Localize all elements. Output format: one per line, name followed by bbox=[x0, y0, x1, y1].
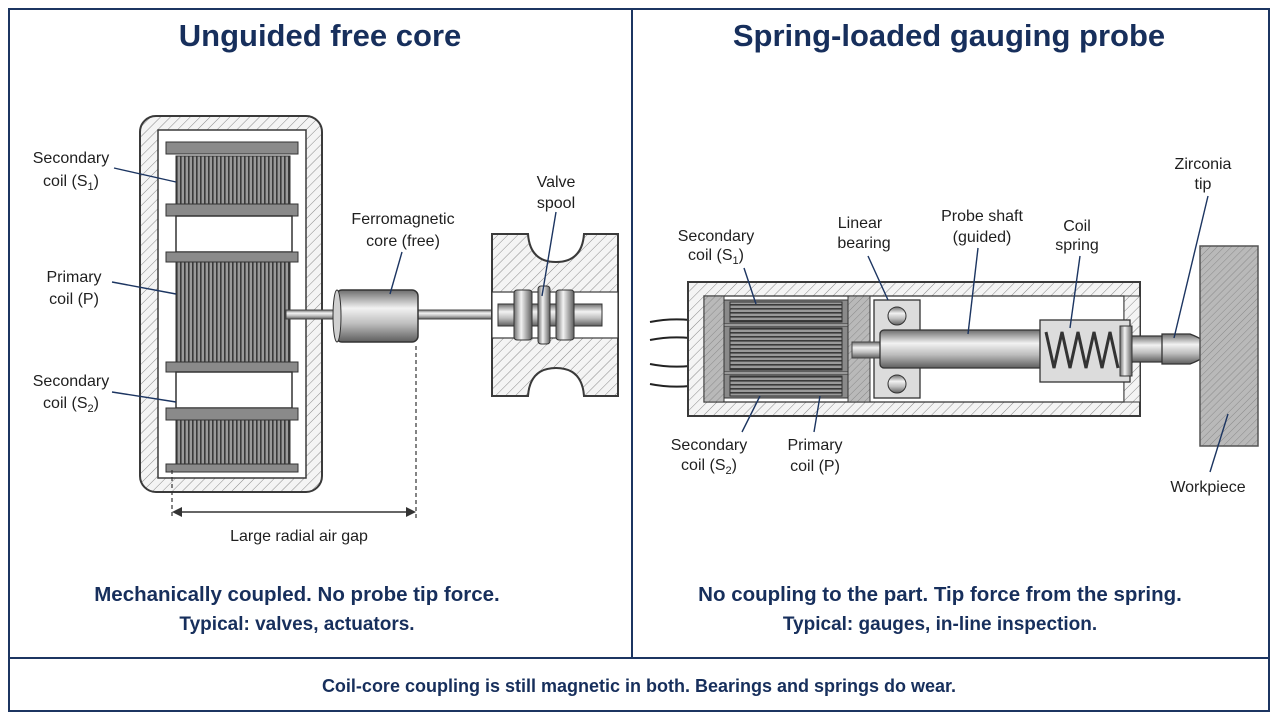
label-linear-bearing-line2: bearing bbox=[837, 235, 890, 252]
label-secondary-coil-s1: Secondary bbox=[33, 150, 110, 167]
right-panel-title: Spring-loaded gauging probe bbox=[732, 18, 1166, 53]
left-panel-title: Unguided free core bbox=[178, 18, 462, 53]
label-zirconia-tip: Zirconia bbox=[1175, 156, 1232, 173]
label-workpiece: Workpiece bbox=[1170, 479, 1245, 496]
label-probe-secondary-coil-s1: Secondary bbox=[678, 228, 755, 245]
air-gap-dimension bbox=[171, 346, 417, 518]
outer-frame bbox=[8, 8, 1270, 712]
label-ferromagnetic-core: Ferromagnetic bbox=[351, 211, 454, 228]
valve-spool bbox=[497, 285, 603, 345]
secondary-coil-s1 bbox=[165, 141, 299, 253]
label-probe-primary-coil-line2: coil (P) bbox=[790, 458, 840, 475]
label-primary-coil-line2: coil (P) bbox=[49, 291, 99, 308]
label-linear-bearing: Linear bbox=[838, 215, 883, 232]
label-air-gap: Large radial air gap bbox=[230, 528, 368, 545]
label-primary-coil: Primary bbox=[46, 269, 101, 286]
left-caption-line1: Mechanically coupled. No probe tip force… bbox=[94, 583, 500, 606]
label-zirconia-tip-line2: tip bbox=[1195, 176, 1212, 193]
right-leader-lines bbox=[741, 195, 1229, 473]
probe-coils bbox=[723, 299, 849, 399]
coil-spring bbox=[1039, 319, 1133, 383]
label-probe-secondary-coil-s2-line2: coil (S2) bbox=[681, 457, 737, 477]
right-caption-line1: No coupling to the part. Tip force from … bbox=[698, 583, 1182, 606]
label-secondary-coil-s2-line2: coil (S2) bbox=[43, 395, 99, 415]
label-probe-shaft-line2: (guided) bbox=[953, 229, 1012, 246]
label-probe-shaft: Probe shaft bbox=[941, 208, 1023, 225]
secondary-coil-s2 bbox=[165, 371, 299, 473]
ferromagnetic-core bbox=[332, 289, 419, 343]
primary-coil bbox=[165, 251, 299, 373]
label-secondary-coil-s2: Secondary bbox=[33, 373, 110, 390]
panel-divider-horizontal bbox=[8, 657, 1270, 659]
label-ferromagnetic-core-line2: core (free) bbox=[366, 233, 440, 250]
label-coil-spring: Coil bbox=[1063, 218, 1091, 235]
label-probe-primary-coil: Primary bbox=[787, 437, 842, 454]
label-valve-spool-line2: spool bbox=[537, 195, 575, 212]
label-probe-secondary-coil-s1-line2: coil (S1) bbox=[688, 247, 744, 267]
lead-wires bbox=[649, 318, 691, 388]
panel-divider-vertical bbox=[631, 8, 633, 658]
left-leader-lines bbox=[111, 167, 557, 403]
label-secondary-coil-s1-line2: coil (S1) bbox=[43, 173, 99, 193]
footer-note: Coil-core coupling is still magnetic in … bbox=[321, 676, 957, 696]
label-coil-spring-line2: spring bbox=[1055, 237, 1099, 254]
right-caption-line2: Typical: gauges, in-line inspection. bbox=[782, 614, 1098, 635]
left-caption-line2: Typical: valves, actuators. bbox=[179, 614, 415, 635]
label-valve-spool: Valve bbox=[537, 174, 576, 191]
workpiece bbox=[1199, 245, 1259, 447]
label-probe-secondary-coil-s2: Secondary bbox=[671, 437, 748, 454]
